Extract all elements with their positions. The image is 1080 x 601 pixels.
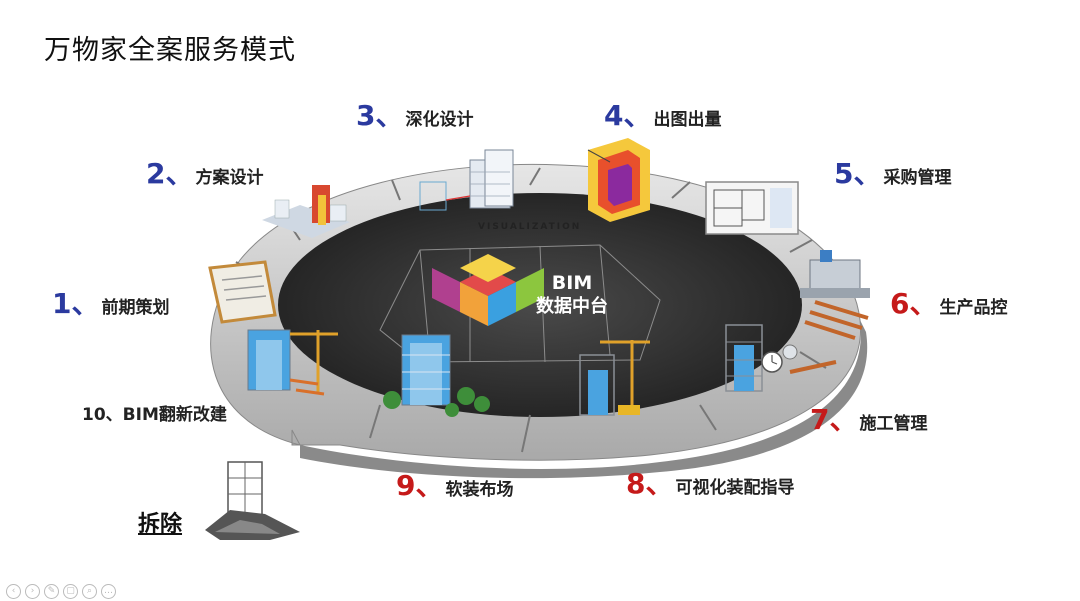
step-9-soft-furnishing: 9、 软装布场 xyxy=(396,464,513,504)
step-number: 8、 xyxy=(626,467,674,500)
zoom-icon[interactable]: ⌕ xyxy=(82,584,97,599)
step-number: 4、 xyxy=(604,99,652,132)
bim-cube-icon xyxy=(432,254,544,326)
step-2-scheme-design: 2、 方案设计 xyxy=(146,152,263,192)
step-3-detailed-design: 3、 深化设计 xyxy=(356,94,473,134)
demolition-rubble-icon xyxy=(205,461,300,540)
step-1-planning: 1、 前期策划 xyxy=(52,282,169,322)
step-label: 10、BIM翻新改建 xyxy=(82,405,227,425)
ring-text: VISUALIZATION xyxy=(478,222,582,232)
step-label: 软装布场 xyxy=(445,480,514,500)
ring-edge xyxy=(300,320,868,479)
next-icon[interactable]: › xyxy=(25,584,40,599)
more-icon[interactable]: … xyxy=(101,584,116,599)
slide-toolbar: ‹ › ✎ ▢ ⌕ … xyxy=(6,584,116,599)
prev-icon[interactable]: ‹ xyxy=(6,584,21,599)
step-label: 方案设计 xyxy=(195,168,264,188)
page-title: 万物家全案服务模式 xyxy=(44,35,296,66)
step-number: 7、 xyxy=(810,403,858,436)
step-number: 6、 xyxy=(890,287,938,320)
production-factory-icon xyxy=(800,250,870,340)
step-label: 出图出量 xyxy=(653,110,722,130)
step-number: 2、 xyxy=(146,157,194,190)
trees-icon xyxy=(383,387,490,417)
step-10-renovation: 10、BIM翻新改建 xyxy=(80,400,227,425)
step-4-drawings-quantities: 4、 出图出量 xyxy=(604,94,721,134)
detail-building-icon xyxy=(419,149,514,211)
step-label: 采购管理 xyxy=(883,168,952,188)
step-number: 1、 xyxy=(52,287,100,320)
step-6-production-qc: 6、 生产品控 xyxy=(890,282,1007,322)
scheme-massing-icon xyxy=(262,185,350,238)
step-label: 深化设计 xyxy=(405,110,474,130)
construction-management-icon xyxy=(725,324,837,392)
step-5-procurement: 5、 采购管理 xyxy=(834,152,951,192)
planning-clipboard-icon xyxy=(208,260,277,324)
copy-icon[interactable]: ▢ xyxy=(63,584,78,599)
step-label: 可视化装配指导 xyxy=(675,478,795,498)
assembly-guidance-crane-icon xyxy=(579,340,650,416)
procurement-floorplan-icon xyxy=(705,181,799,235)
step-number: 5、 xyxy=(834,157,882,190)
step-7-construction: 7、 施工管理 xyxy=(810,398,927,438)
soft-furnishing-building-icon xyxy=(383,334,490,417)
demolition-label: 拆除 xyxy=(138,512,183,537)
bim-hub-line2: 数据中台 xyxy=(536,295,608,317)
step-number: 9、 xyxy=(396,469,444,502)
step-number: 3、 xyxy=(356,99,404,132)
bim-hub-line1: BIM xyxy=(551,272,593,294)
dollar-icon xyxy=(782,344,798,360)
quantity-heatmap-building-icon xyxy=(587,138,650,222)
pen-icon[interactable]: ✎ xyxy=(44,584,59,599)
step-label: 生产品控 xyxy=(939,298,1008,318)
step-8-assembly-guidance: 8、 可视化装配指导 xyxy=(626,462,794,502)
renovation-building-icon xyxy=(247,329,338,396)
bim-hub-label: BIM 数据中台 xyxy=(536,272,608,318)
step-label: 前期策划 xyxy=(101,298,170,318)
step-label: 施工管理 xyxy=(859,414,928,434)
